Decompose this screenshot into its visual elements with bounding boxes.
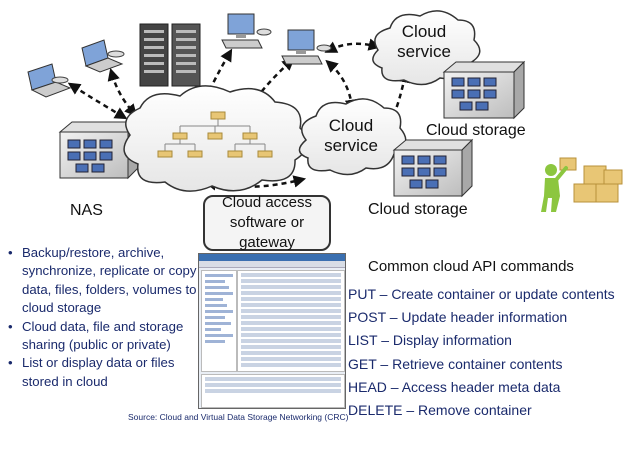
cloud-storage-icon	[392, 138, 474, 198]
screenshot-file-list	[237, 270, 345, 372]
api-commands-title: Common cloud API commands	[368, 258, 574, 275]
workstation-icon	[281, 29, 332, 65]
arrow-laptop-left	[67, 82, 128, 120]
gateway-box: Cloud access software or gateway	[203, 194, 331, 251]
screenshot-tree-pane	[201, 270, 237, 372]
cloud-service-text: Cloud service	[324, 116, 378, 155]
cloud-service-label-center: Cloud service	[318, 116, 384, 156]
api-command: LIST – Display information	[348, 332, 512, 349]
gateway-line-2: software or gateway	[229, 214, 305, 251]
source-citation: Source: Cloud and Virtual Data Storage N…	[128, 412, 349, 422]
bullet-item: List or display data or files stored in …	[6, 354, 206, 391]
nas-label: NAS	[70, 202, 103, 219]
bullet-item: Backup/restore, archive, synchronize, re…	[6, 244, 206, 318]
api-command: POST – Update header information	[348, 309, 568, 326]
capabilities-list: Backup/restore, archive, synchronize, re…	[6, 244, 206, 391]
screenshot-transfer-pane	[201, 374, 345, 408]
api-commands-list: PUT – Create container or update content…	[348, 283, 615, 422]
bullet-item: Cloud data, file and storage sharing (pu…	[6, 318, 206, 355]
api-command: DELETE – Remove container	[348, 402, 532, 419]
laptop-icon	[27, 63, 72, 98]
api-command: GET – Retrieve container contents	[348, 355, 563, 372]
gateway-line-1: Cloud access	[221, 194, 313, 211]
software-screenshot	[198, 253, 346, 409]
server-rack-icon	[139, 23, 201, 87]
cloud-service-text: Cloud service	[397, 22, 451, 61]
api-command: PUT – Create container or update content…	[348, 286, 615, 302]
cloud-storage-label-bottom: Cloud storage	[368, 201, 468, 218]
api-command: HEAD – Access header meta data	[348, 378, 561, 395]
arrow-laptop-top	[107, 67, 138, 117]
cloud-storage-icon	[442, 60, 526, 120]
screenshot-titlebar	[199, 254, 345, 261]
file-hierarchy-icon	[157, 111, 273, 158]
cloud-service-label-top: Cloud service	[394, 22, 454, 62]
figure-with-boxes-icon	[541, 157, 623, 212]
laptop-icon	[81, 39, 125, 73]
arrow-to-top-service	[324, 38, 382, 53]
workstation-icon	[221, 13, 272, 49]
arrow-to-mid-service	[325, 59, 358, 113]
screenshot-toolbar	[199, 261, 345, 268]
cloud-storage-label-top: Cloud storage	[426, 122, 526, 139]
